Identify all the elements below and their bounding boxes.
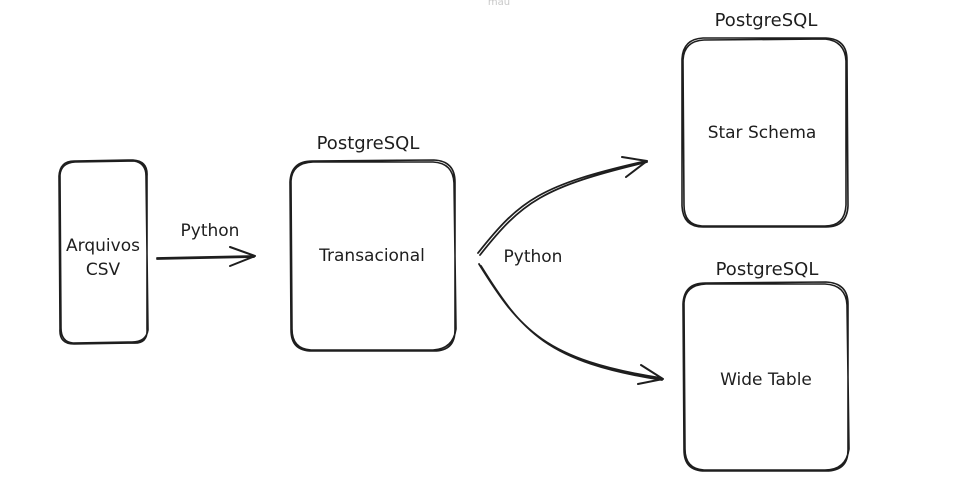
edge-transacional-to-star-arrowhead	[621, 156, 648, 178]
node-csv-label-line2: CSV	[86, 260, 121, 280]
node-wide-table-label: Wide Table	[720, 370, 812, 390]
node-star-schema-box	[681, 37, 849, 228]
node-csv[interactable]: Arquivos CSV	[58, 159, 149, 345]
node-transacional[interactable]: PostgreSQL Transacional	[289, 133, 457, 352]
node-transacional-label: Transacional	[318, 246, 425, 266]
node-transacional-db-label: PostgreSQL	[317, 133, 420, 154]
edge-targets-label: Python	[504, 247, 563, 267]
edge-csv-to-transacional[interactable]: Python	[156, 221, 256, 267]
node-csv-box	[58, 159, 149, 345]
node-csv-label-line1: Arquivos	[66, 236, 140, 256]
edge-csv-to-transacional-line	[156, 255, 255, 260]
edge-transacional-to-star-line	[477, 160, 648, 256]
node-wide-table-db-label: PostgreSQL	[716, 259, 819, 280]
edge-csv-label: Python	[181, 221, 240, 241]
node-transacional-box	[289, 159, 457, 352]
node-star-schema[interactable]: PostgreSQL Star Schema	[681, 10, 849, 228]
edge-transacional-to-wide-line	[478, 263, 663, 381]
edge-csv-to-transacional-arrowhead	[229, 246, 256, 267]
node-wide-table[interactable]: PostgreSQL Wide Table	[682, 259, 850, 472]
edge-transacional-to-wide[interactable]	[478, 263, 664, 385]
edge-transacional-to-star[interactable]	[477, 156, 648, 256]
faint-top-text: mau	[488, 0, 510, 8]
node-star-schema-db-label: PostgreSQL	[715, 10, 818, 31]
node-star-schema-label: Star Schema	[708, 123, 817, 143]
node-wide-table-box	[682, 281, 850, 472]
edge-transacional-to-wide-arrowhead	[637, 364, 664, 385]
